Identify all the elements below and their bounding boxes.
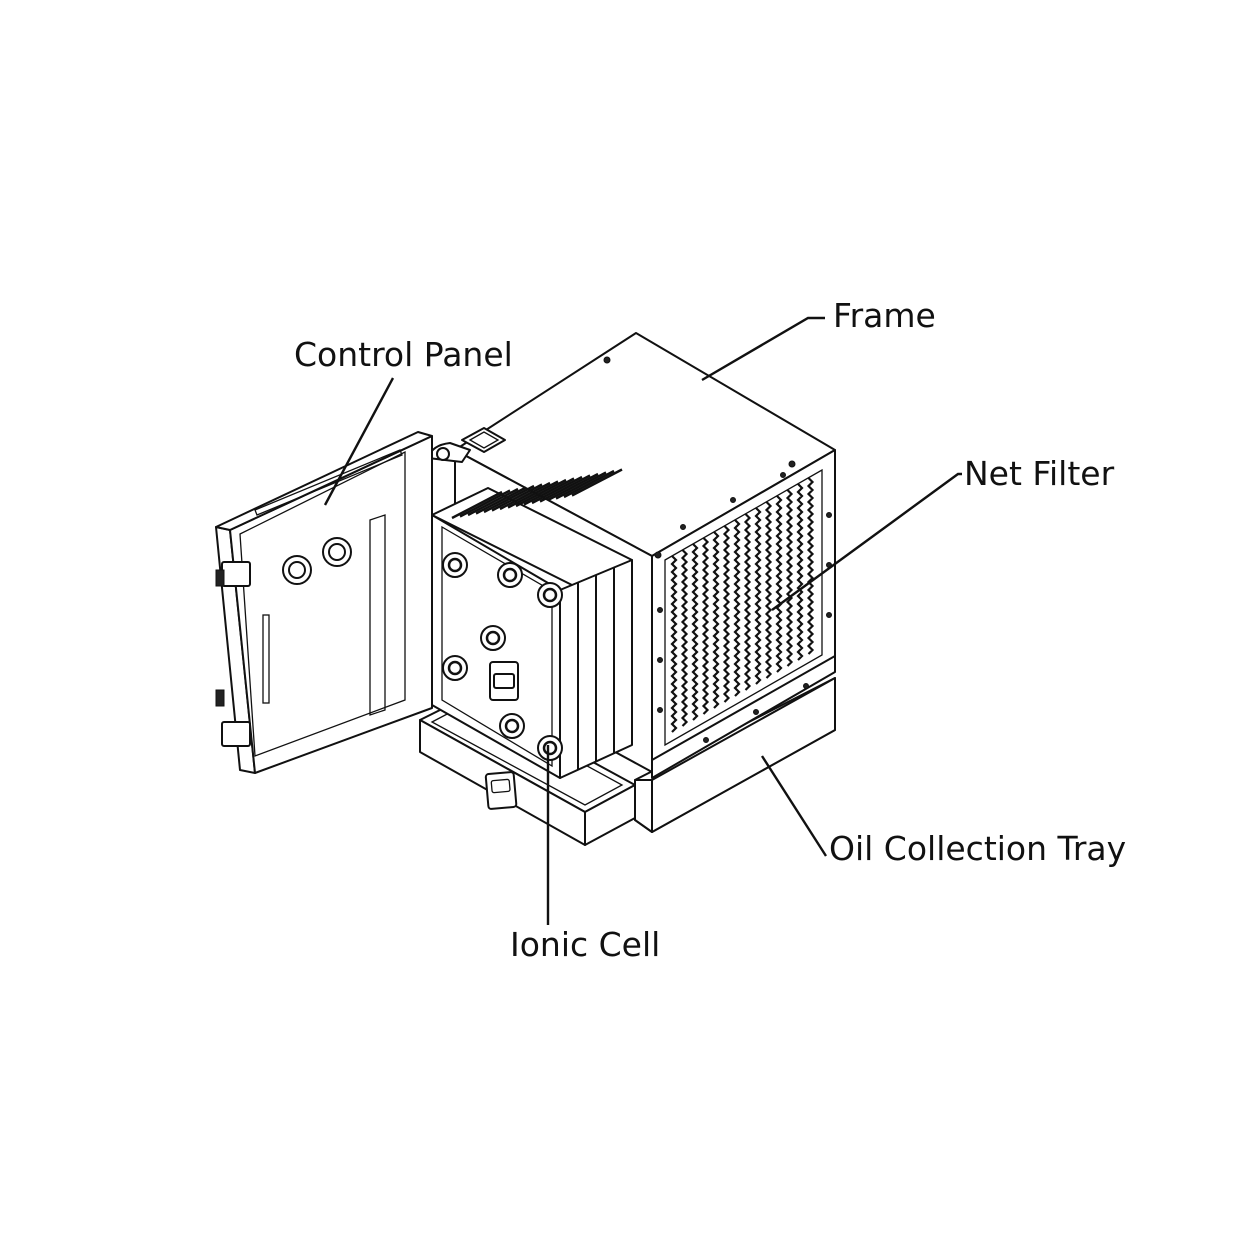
label-oil-collection-tray: Oil Collection Tray (829, 829, 1127, 868)
leader-control-panel (323, 377, 395, 506)
ionic-cell (431, 468, 633, 779)
leader-lines (323, 316, 962, 925)
control-panel (215, 431, 433, 774)
label-ionic-cell: Ionic Cell (510, 925, 661, 964)
label-control-panel: Control Panel (294, 335, 513, 374)
leader-frame (701, 316, 825, 382)
leader-oil-tray (760, 755, 828, 857)
net-filter-grid (670, 477, 815, 733)
leader-net-filter (771, 472, 962, 611)
label-net-filter: Net Filter (964, 454, 1115, 493)
label-frame: Frame (833, 296, 936, 335)
oil-collection-tray-base (634, 677, 836, 833)
